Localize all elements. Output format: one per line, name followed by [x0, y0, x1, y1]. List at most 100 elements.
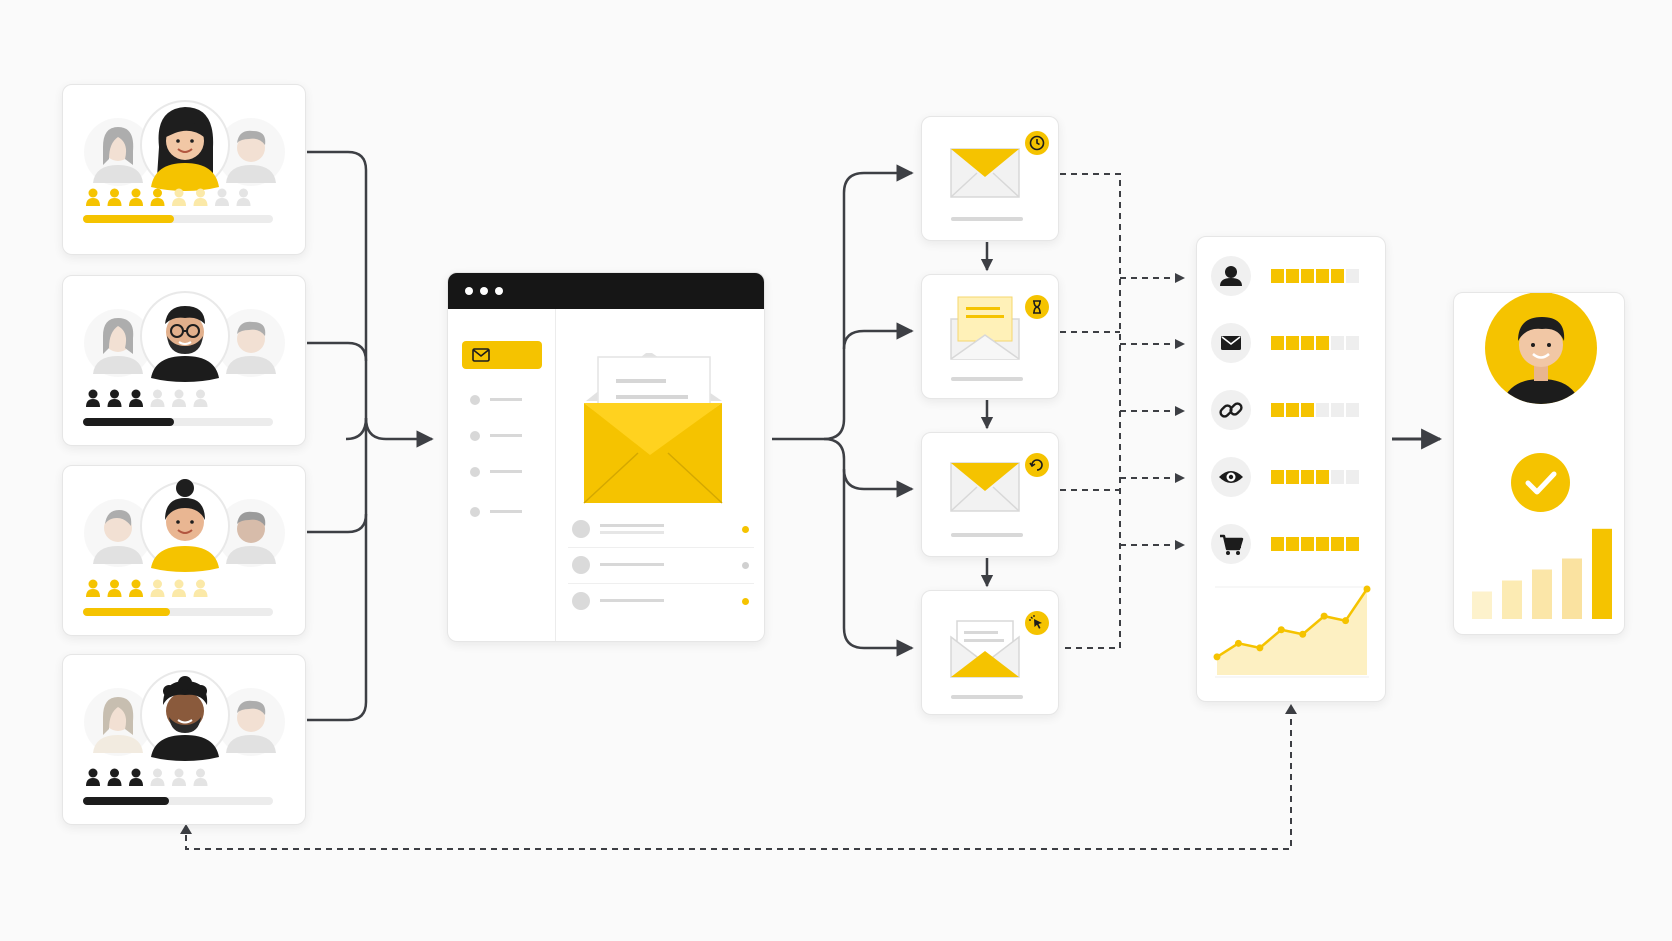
- closed-envelope-icon: [950, 148, 1023, 221]
- score-segment: [1286, 269, 1299, 283]
- person-icon: [193, 579, 208, 597]
- clock-icon: [1029, 135, 1045, 151]
- growth-bar: [1472, 591, 1492, 619]
- score-segment: [1301, 537, 1314, 551]
- avatar-right: [217, 118, 285, 186]
- mail-sidebar: [448, 309, 556, 641]
- avatar-main-man-glasses: [140, 291, 230, 382]
- outcome-graphic: [1485, 292, 1597, 404]
- person-icon: [150, 579, 165, 597]
- growth-bar: [1502, 580, 1522, 619]
- avatar-main-man-curly: [140, 670, 230, 761]
- growth-bar: [1592, 528, 1612, 619]
- metric-score-bar: [1271, 269, 1361, 283]
- score-segment: [1286, 537, 1299, 551]
- person-icon: [193, 389, 208, 407]
- person-icon: [150, 188, 165, 206]
- metrics-panel[interactable]: [1196, 236, 1386, 702]
- segment-card-4-graphic: [84, 670, 285, 761]
- outcome-card[interactable]: [1453, 292, 1625, 635]
- metric-row[interactable]: [1209, 254, 1379, 298]
- score-segment: [1346, 537, 1359, 551]
- person-icon: [107, 579, 122, 597]
- message-avatar: [572, 556, 590, 574]
- person-icon: [107, 389, 122, 407]
- segment-people-row: [83, 578, 273, 605]
- segment-card-2[interactable]: [62, 275, 306, 446]
- metric-row[interactable]: [1209, 388, 1379, 432]
- metric-row[interactable]: [1209, 522, 1379, 566]
- score-segment: [1346, 403, 1359, 417]
- sidebar-item[interactable]: [470, 391, 522, 409]
- metric-score-bar: [1271, 336, 1361, 350]
- sequence-step-4[interactable]: [921, 590, 1059, 715]
- sequence-step-1[interactable]: [921, 116, 1059, 241]
- score-segment: [1331, 470, 1344, 484]
- score-segment: [1331, 403, 1344, 417]
- person-icon: [129, 188, 143, 206]
- message-row[interactable]: [568, 511, 754, 548]
- window-dot-3[interactable]: [495, 287, 503, 295]
- score-segment: [1286, 403, 1299, 417]
- trend-point: [1277, 626, 1285, 634]
- step-badge: [1025, 453, 1049, 477]
- sidebar-item[interactable]: [470, 427, 522, 445]
- segment-card-4[interactable]: [62, 654, 306, 825]
- cart-icon: [1211, 524, 1251, 564]
- metric-row[interactable]: [1209, 321, 1379, 365]
- person-icon: [129, 768, 143, 786]
- segment-card-1-graphic: [84, 100, 285, 191]
- score-segment: [1301, 403, 1314, 417]
- segment-progress-fill: [83, 797, 169, 805]
- segment-people-row: [83, 388, 273, 415]
- trend-point: [1363, 585, 1371, 593]
- person-icon: [172, 579, 186, 597]
- metric-row[interactable]: [1209, 455, 1379, 499]
- avatar-left: [84, 499, 152, 567]
- sidebar-item[interactable]: [470, 463, 522, 481]
- metric-score-bar: [1271, 403, 1361, 417]
- window-dot-1[interactable]: [465, 287, 473, 295]
- growth-bar: [1532, 569, 1552, 619]
- segment-progress-track: [83, 418, 273, 426]
- score-segment: [1346, 269, 1359, 283]
- step-badge: [1025, 295, 1049, 319]
- segment-progress-fill: [83, 418, 175, 426]
- step-badge: [1025, 131, 1049, 155]
- sequence-step-3[interactable]: [921, 432, 1059, 557]
- trend-point: [1320, 612, 1328, 620]
- email-client-window[interactable]: [447, 272, 765, 642]
- step-branch-lines: [772, 164, 914, 657]
- feedback-loop-arrowhead-left: [180, 824, 192, 834]
- score-segment: [1331, 336, 1344, 350]
- segment-card-3[interactable]: [62, 465, 306, 636]
- avatar-main-woman: [140, 100, 230, 191]
- message-avatar: [572, 520, 590, 538]
- avatar-left: [84, 688, 152, 756]
- sidebar-item[interactable]: [470, 503, 522, 521]
- sequence-step-2[interactable]: [921, 274, 1059, 399]
- person-icon: [172, 389, 186, 407]
- person-icon: [193, 768, 208, 786]
- sidebar-inbox-item[interactable]: [462, 341, 542, 369]
- person-icon: [236, 188, 251, 206]
- person-icon: [150, 389, 165, 407]
- message-row[interactable]: [568, 547, 754, 584]
- segment-people-row: [83, 187, 273, 214]
- score-segment: [1286, 336, 1299, 350]
- trend-point: [1256, 644, 1264, 652]
- segment-progress-fill: [83, 608, 171, 616]
- segment-card-1[interactable]: [62, 84, 306, 255]
- trend-point: [1299, 630, 1307, 638]
- window-dot-2[interactable]: [480, 287, 488, 295]
- avatar-right: [217, 309, 285, 377]
- window-titlebar: [448, 273, 764, 309]
- segment-card-3-graphic: [84, 479, 285, 572]
- mail-icon: [472, 348, 490, 362]
- person-icon: [86, 579, 100, 597]
- unread-dot: [742, 526, 749, 533]
- score-segment: [1271, 269, 1284, 283]
- score-segment: [1271, 537, 1284, 551]
- unread-dot: [742, 598, 749, 605]
- message-row[interactable]: [568, 583, 754, 619]
